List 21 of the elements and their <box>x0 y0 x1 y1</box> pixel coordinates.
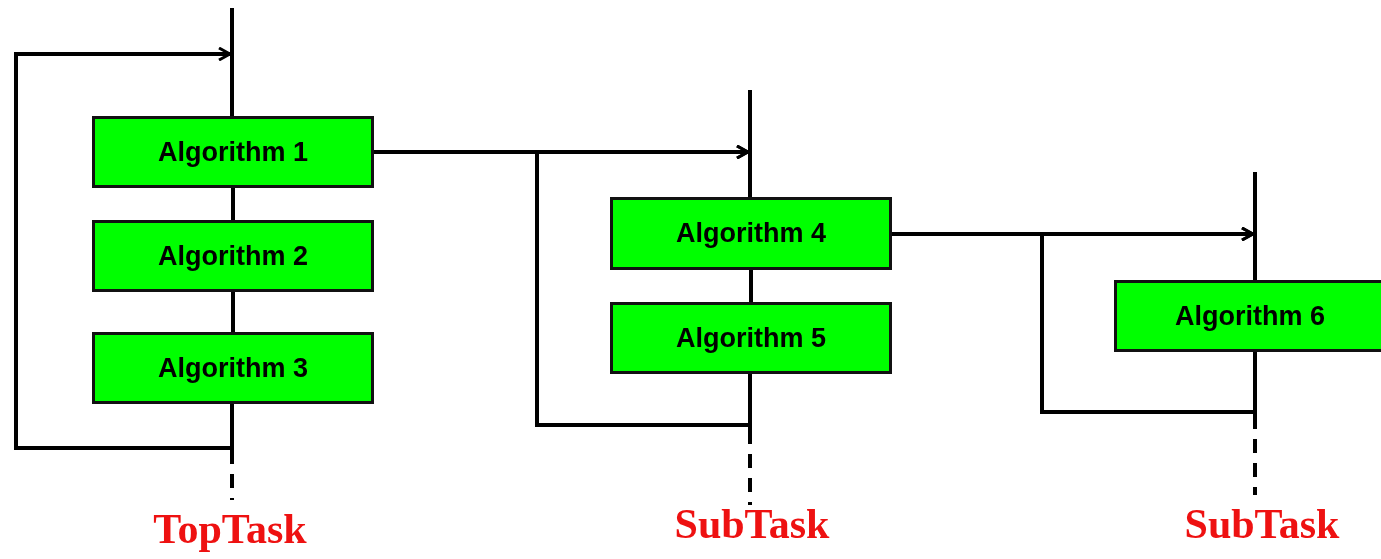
algorithm-box: Algorithm 6 <box>1114 280 1381 352</box>
arrow <box>535 144 750 427</box>
arrow <box>1040 226 1255 414</box>
connector-line <box>231 292 235 332</box>
task-line <box>748 374 752 505</box>
task-label: SubTask <box>1184 500 1340 548</box>
task-line <box>230 404 234 500</box>
algorithm-box: Algorithm 1 <box>92 116 374 188</box>
arrow <box>14 46 232 450</box>
algorithm-box: Algorithm 2 <box>92 220 374 292</box>
algorithm-box: Algorithm 3 <box>92 332 374 404</box>
algorithm-box: Algorithm 4 <box>610 197 892 270</box>
connector-line <box>231 188 235 220</box>
task-line <box>230 8 234 116</box>
algorithm-box: Algorithm 5 <box>610 302 892 374</box>
task-line <box>1253 172 1257 280</box>
task-line <box>748 90 752 197</box>
task-line <box>1253 352 1257 495</box>
connector-line <box>749 270 753 302</box>
task-label: TopTask <box>153 505 307 553</box>
task-label: SubTask <box>674 500 830 548</box>
